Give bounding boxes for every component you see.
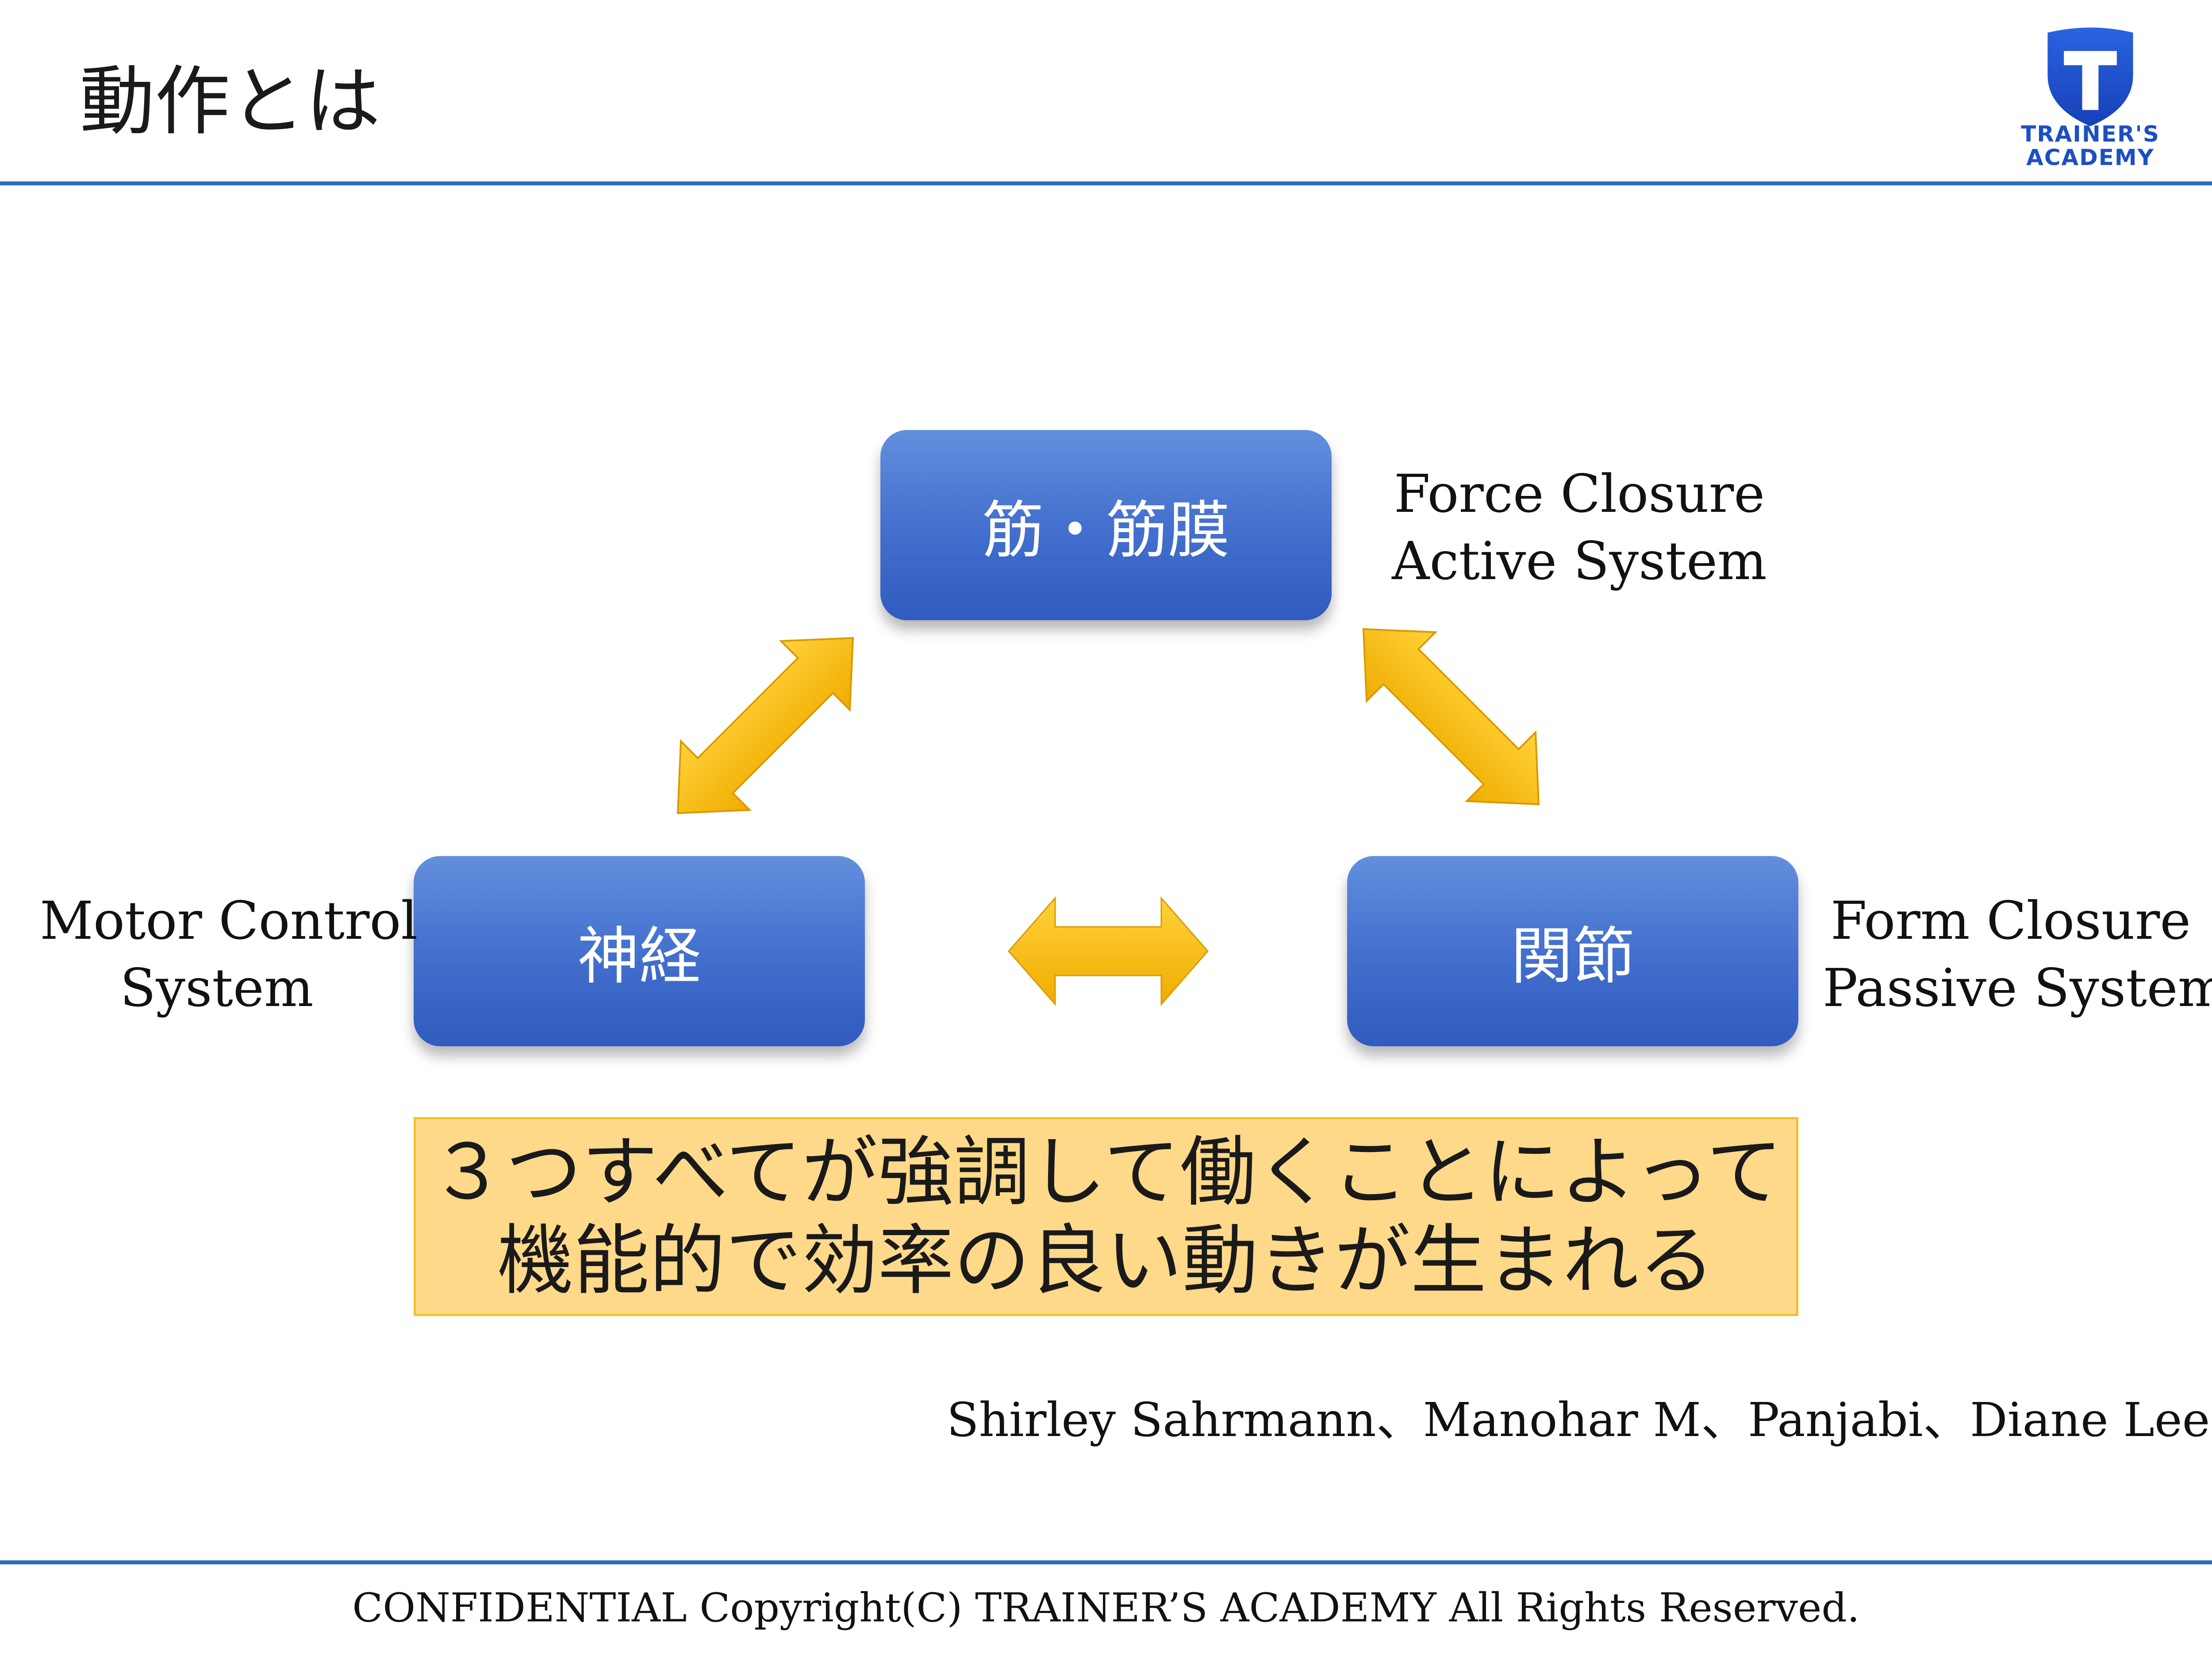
label-form-line-2: Passive System <box>1823 957 2212 1018</box>
summary-message-line-1: ３つすべてが強調して働くことによって <box>429 1128 1783 1217</box>
label-force-closure: Force Closure Active System <box>1389 460 1770 595</box>
shield-icon <box>2047 27 2133 127</box>
label-form-line-1: Form Closure <box>1830 890 2191 951</box>
summary-message-line-2: 機能的で効率の良い動きが生まれる <box>497 1216 1715 1305</box>
footer-divider <box>0 1560 2212 1564</box>
node-nerve: 神経 <box>414 856 865 1046</box>
header-divider <box>0 181 2212 185</box>
label-form-closure: Form Closure Passive System <box>1823 887 2212 1022</box>
double-arrow-nerve-joint-icon <box>1008 896 1209 1006</box>
double-arrow-nerve-muscle-icon <box>676 637 854 814</box>
double-arrow-muscle-joint-icon <box>1362 628 1540 806</box>
trainers-academy-logo: TRAINER'S ACADEMY <box>2017 27 2163 173</box>
label-force-line-1: Force Closure <box>1394 463 1765 524</box>
node-joint: 関節 <box>1347 856 1798 1046</box>
logo-text-trainers: TRAINER'S <box>2021 121 2160 147</box>
label-motor-line-1: Motor Control <box>40 890 418 951</box>
logo-text-academy: ACADEMY <box>2026 145 2154 170</box>
page-title: 動作とは <box>80 58 381 146</box>
summary-message-box: ３つすべてが強調して働くことによって 機能的で効率の良い動きが生まれる <box>414 1117 1798 1316</box>
label-force-line-2: Active System <box>1392 530 1767 591</box>
copyright-footer: CONFIDENTIAL Copyright(C) TRAINER’S ACAD… <box>352 1585 1860 1631</box>
node-muscle-fascia: 筋・筋膜 <box>880 430 1332 620</box>
author-credits: Shirley Sahrmann、Manohar M、Panjabi、Diane… <box>947 1393 2210 1447</box>
label-motor-control: Motor Control System <box>40 887 418 1022</box>
label-motor-line-2: System <box>120 957 314 1018</box>
